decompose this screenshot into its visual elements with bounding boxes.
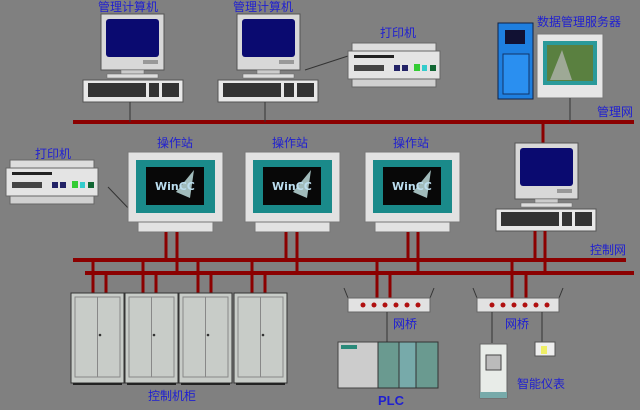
printer-label: 打印机 <box>35 147 71 161</box>
engineering-computer[interactable] <box>495 122 597 273</box>
operator-station-label: 操作站 <box>393 135 429 150</box>
control-network-label: 控制网 <box>590 243 626 257</box>
keyboard-icon <box>82 79 184 103</box>
management-computer-label: 管理计算机 <box>233 0 293 14</box>
network-bridge-1[interactable]: 网桥 <box>343 260 435 342</box>
network-bridge-2[interactable]: 网桥 <box>472 260 564 343</box>
printer-label: 打印机 <box>380 26 416 40</box>
smart-instrument[interactable]: 智能仪表 <box>479 341 565 399</box>
bridge-label: 网桥 <box>505 317 529 331</box>
wincc-logo: WinCC <box>155 180 195 193</box>
management-computer-2[interactable]: 管理计算机 <box>217 0 319 122</box>
plc[interactable]: PLC <box>337 341 439 408</box>
management-printer[interactable]: 打印机 <box>304 26 441 88</box>
operator-station-2[interactable]: 操作站 WinCC <box>244 135 341 273</box>
wincc-logo: WinCC <box>392 180 432 193</box>
keyboard-icon <box>217 79 319 103</box>
printer-icon <box>347 42 441 88</box>
keyboard-icon <box>495 208 597 232</box>
operator-station-label: 操作站 <box>272 135 308 150</box>
cabinet-label: 控制机柜 <box>148 389 196 403</box>
plc-label: PLC <box>378 393 405 408</box>
management-computer-1[interactable]: 管理计算机 <box>82 0 184 122</box>
operations-printer[interactable]: 打印机 <box>5 147 131 211</box>
management-computer-label: 管理计算机 <box>98 0 158 14</box>
management-network-label: 管理网 <box>597 104 633 119</box>
bridge-label: 网桥 <box>393 317 417 331</box>
operator-station-3[interactable]: 操作站 WinCC <box>364 135 461 273</box>
control-cabinets[interactable]: 控制机柜 <box>70 260 288 403</box>
printer-icon <box>5 159 99 205</box>
data-management-server[interactable]: 数据管理服务器 <box>497 14 621 122</box>
wincc-logo: WinCC <box>272 180 312 193</box>
operator-station-1[interactable]: 操作站 WinCC <box>127 135 224 273</box>
instrument-label: 智能仪表 <box>517 376 565 391</box>
server-label: 数据管理服务器 <box>537 14 621 29</box>
operator-station-label: 操作站 <box>157 135 193 150</box>
